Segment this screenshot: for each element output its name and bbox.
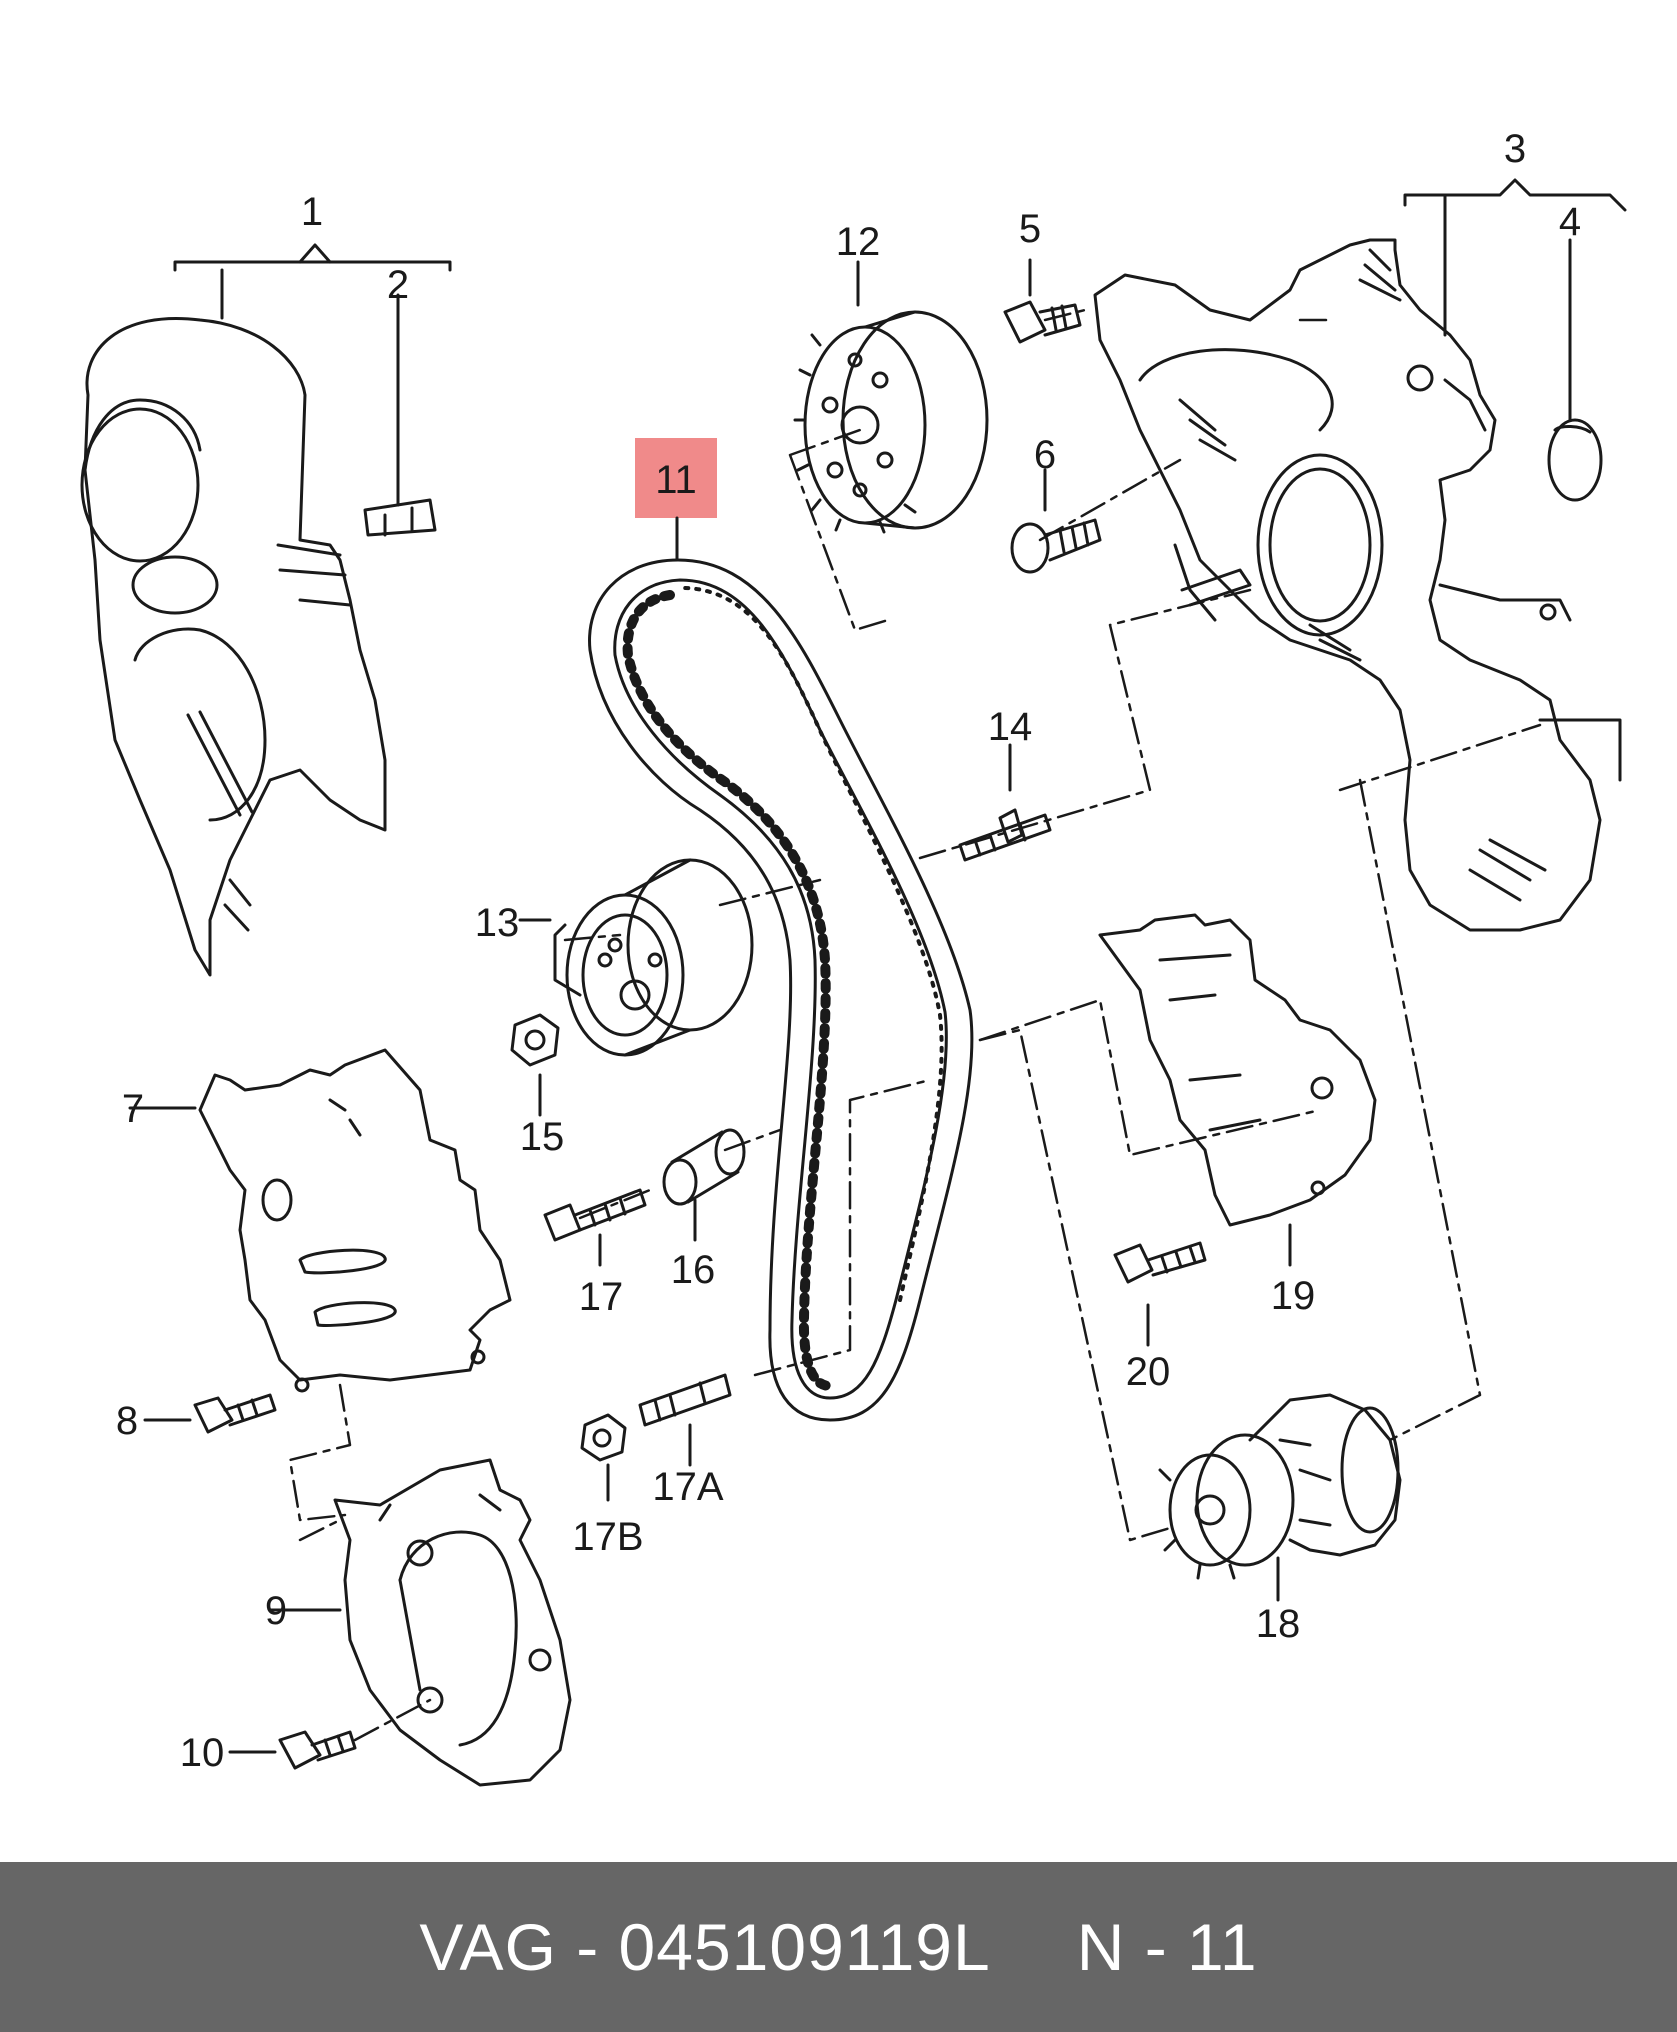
- label-4: 4: [1559, 200, 1581, 244]
- exploded-parts-diagram: 1 2 3 4 5 6 7 8 9 10 11 12 13 14 15 16 1…: [80, 127, 1627, 1787]
- label-6: 6: [1034, 433, 1056, 477]
- label-19: 19: [1271, 1274, 1316, 1318]
- label-17b: 17B: [572, 1515, 643, 1559]
- rear-timing-cover: [1093, 178, 1627, 932]
- label-9: 9: [265, 1589, 287, 1633]
- label-18: 18: [1256, 1602, 1301, 1646]
- label-17a: 17A: [652, 1465, 723, 1509]
- part-number-labels: 1 2 3 4 5 6 7 8 9 10 11 12 13 14 15 16 1…: [116, 127, 1581, 1775]
- label-12: 12: [836, 220, 881, 264]
- label-11: 11: [655, 458, 697, 502]
- highlight-box: [635, 438, 717, 518]
- label-8: 8: [116, 1399, 138, 1443]
- tensioner-bracket: [1098, 913, 1377, 1267]
- part-number-footer: VAG - 045109119L N - 11: [0, 1862, 1677, 2032]
- bolt-10: [228, 1730, 357, 1770]
- stud-17a: [638, 1373, 732, 1467]
- cover-clip: [363, 293, 437, 537]
- bolt-20: [1113, 1241, 1207, 1347]
- label-2: 2: [387, 263, 409, 307]
- label-3: 3: [1504, 127, 1526, 171]
- nut-17b: [580, 1413, 627, 1502]
- stud-14: [958, 743, 1052, 862]
- camshaft-sprocket: [793, 260, 989, 534]
- part-number-text: VAG - 045109119L: [419, 1910, 991, 1984]
- bolt-6: [1010, 468, 1102, 574]
- label-20: 20: [1126, 1350, 1171, 1394]
- label-5: 5: [1019, 207, 1041, 251]
- spacer-sleeve: [662, 1128, 746, 1242]
- toothed-timing-belt: [588, 558, 974, 1422]
- reference-text: N - 11: [1076, 1910, 1258, 1984]
- rear-backing-plate: [268, 1458, 572, 1787]
- upper-timing-cover: [80, 243, 452, 977]
- bolt-17: [543, 1188, 647, 1267]
- nut-15: [510, 1013, 560, 1117]
- bolt-5: [1003, 258, 1082, 344]
- sealing-plug: [1547, 238, 1603, 502]
- label-13: 13: [475, 901, 520, 945]
- label-17: 17: [579, 1275, 624, 1319]
- tensioner-pulley: [518, 858, 754, 1057]
- label-1: 1: [301, 190, 323, 234]
- label-16: 16: [671, 1248, 716, 1292]
- assembly-dash-lines: [288, 308, 1542, 1742]
- middle-timing-cover: [128, 1048, 512, 1393]
- label-10: 10: [180, 1731, 225, 1775]
- label-7: 7: [122, 1087, 144, 1131]
- water-pump: [1158, 1393, 1402, 1602]
- label-14: 14: [988, 705, 1033, 749]
- bolt-8: [143, 1393, 277, 1434]
- label-15: 15: [520, 1115, 565, 1159]
